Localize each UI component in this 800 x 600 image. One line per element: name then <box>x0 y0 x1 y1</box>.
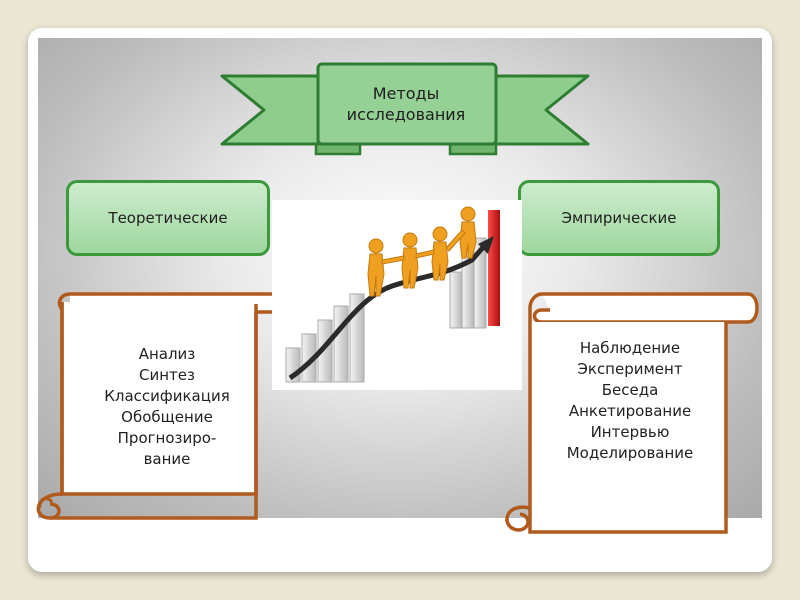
theoretical-category-box: Теоретические <box>66 180 270 256</box>
growth-illustration <box>272 200 522 390</box>
list-item: Синтез <box>139 366 195 384</box>
list-item: вание <box>143 450 191 468</box>
list-item: Анализ <box>138 345 196 363</box>
empirical-methods-list: Наблюдение Эксперимент Беседа Анкетирова… <box>534 338 726 464</box>
empirical-category-label: Эмпирические <box>561 209 677 227</box>
bar-stairs <box>285 237 487 383</box>
ribbon-title-line-2: исследования <box>346 105 466 124</box>
theoretical-methods-list: Анализ Синтез Классификация Обобщение Пр… <box>72 344 262 470</box>
list-item: Классификация <box>104 387 230 405</box>
list-item: Эксперимент <box>577 360 683 378</box>
ribbon-title-line-1: Методы <box>372 84 440 103</box>
climbing-figures <box>367 206 477 297</box>
list-item: Обобщение <box>121 408 213 426</box>
list-item: Наблюдение <box>579 339 681 357</box>
theoretical-scroll <box>36 292 276 520</box>
growth-arrow <box>288 242 488 381</box>
list-item: Интервью <box>590 423 670 441</box>
list-item: Прогнозиро- <box>117 429 217 447</box>
empirical-category-box: Эмпирические <box>518 180 720 256</box>
list-item: Анкетирование <box>568 402 692 420</box>
theoretical-category-label: Теоретические <box>108 209 228 227</box>
empirical-scroll <box>505 292 759 534</box>
ribbon-title: Методы исследования <box>318 64 494 144</box>
stairs-figures-graphic <box>285 206 500 383</box>
red-bar <box>488 210 500 326</box>
list-item: Моделирование <box>566 444 694 462</box>
arrow-head <box>478 236 494 254</box>
ribbon-banner <box>220 62 590 156</box>
list-item: Беседа <box>601 381 659 399</box>
